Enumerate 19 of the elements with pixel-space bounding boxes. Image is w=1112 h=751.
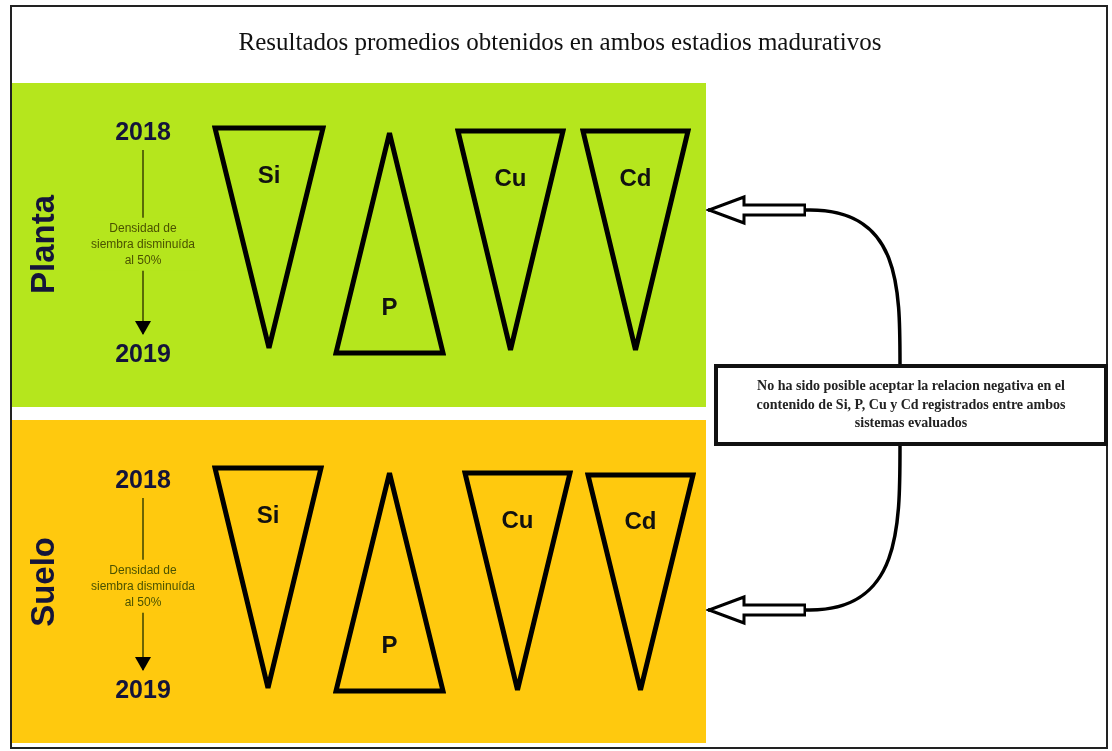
element-symbol: Cd [619, 164, 652, 192]
band-title: Planta [24, 195, 62, 295]
element-symbol: Cd [624, 507, 657, 536]
element-symbol: Si [257, 161, 281, 190]
diagram-title: Resultados promedios obtenidos en ambos estadios madurativos [237, 28, 883, 56]
year-label: 2019 [98, 336, 188, 370]
band-title: Suelo [24, 536, 62, 627]
note-box [714, 364, 1108, 446]
element-symbol: Cu [494, 164, 527, 192]
year-label: 2018 [98, 462, 188, 496]
element-symbol: P [381, 631, 398, 660]
element-symbol: Si [256, 501, 280, 530]
element-symbol: Cu [501, 505, 534, 534]
note-text: No ha sido posible aceptar la relacion negativa en el contenido de Si, P, Cu y Cd registrados entre ambos sistemas evaluados [755, 376, 1067, 433]
element-symbol: P [381, 292, 398, 321]
year-label: 2019 [98, 672, 188, 706]
year-label: 2018 [98, 114, 188, 148]
band-panel [12, 420, 706, 743]
band-panel [12, 83, 706, 407]
